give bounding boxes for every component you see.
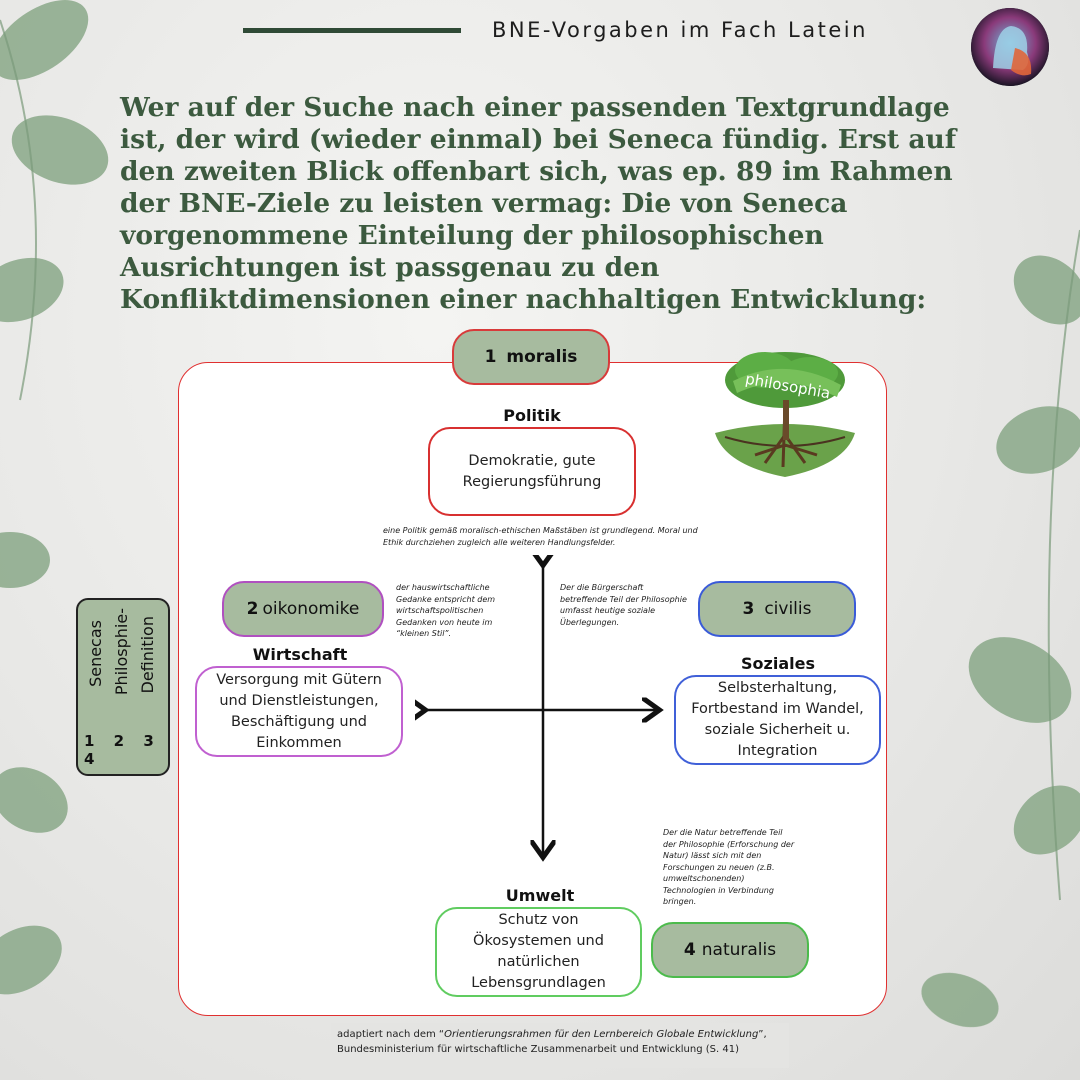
- pill-label: oikonomike: [262, 599, 360, 619]
- heading-politik: Politik: [503, 406, 561, 425]
- pill-number: 4: [683, 940, 696, 960]
- pill-label: civilis: [764, 599, 812, 619]
- heading-wirtschaft: Wirtschaft: [252, 645, 348, 664]
- pill-number: 1: [484, 347, 497, 367]
- header-title: BNE-Vorgaben im Fach Latein: [492, 18, 868, 42]
- box-politik: Demokratie, gute Regierungsführung: [428, 427, 636, 516]
- box-soziales: Selbsterhaltung, Fortbestand im Wandel, …: [674, 675, 881, 765]
- source-prefix: adaptiert nach dem “: [337, 1029, 445, 1040]
- heading-umwelt: Umwelt: [505, 886, 575, 905]
- intro-paragraph: Wer auf der Suche nach einer passenden T…: [120, 92, 957, 315]
- pill-naturalis: 4 naturalis: [651, 922, 809, 978]
- seneca-bust-icon: [971, 8, 1049, 86]
- pill-civilis: 3 civilis: [698, 581, 856, 637]
- seneca-definition-box: Senecas Philosphie- Definition 1 2 3 4: [76, 598, 170, 776]
- pill-label: naturalis: [701, 940, 777, 960]
- side-line-1: Senecas: [86, 620, 105, 687]
- pill-number: 2: [246, 599, 259, 619]
- pill-moralis: 1 moralis: [452, 329, 610, 385]
- source-line-2: Bundesministerium für wirtschaftliche Zu…: [337, 1044, 739, 1055]
- note-umwelt: Der die Natur betreffende Teil der Philo…: [663, 828, 795, 906]
- note-soziales: Der die Bürgerschaft betreffende Teil de…: [560, 583, 687, 627]
- side-line-2: Philosphie-: [112, 608, 131, 696]
- cross-arrows: [415, 555, 670, 865]
- box-text: Selbsterhaltung, Fortbestand im Wandel, …: [691, 680, 864, 759]
- heading-soziales: Soziales: [741, 654, 815, 673]
- pill-number: 3: [742, 599, 755, 619]
- source-citation: adaptiert nach dem “Orientierungsrahmen …: [331, 1023, 789, 1068]
- source-title: Orientierungsrahmen für den Lernbereich …: [444, 1029, 759, 1040]
- logo: [971, 8, 1049, 86]
- box-wirtschaft: Versorgung mit Gütern und Dienstleistung…: [195, 666, 403, 757]
- header-rule: [243, 28, 461, 33]
- note-wirtschaft: der hauswirtschaftliche Gedanke entspric…: [396, 583, 496, 638]
- philosophia-tree-image: philosophia: [715, 352, 855, 477]
- source-suffix: ”,: [758, 1029, 767, 1040]
- pill-label: moralis: [506, 347, 578, 367]
- pill-oikonomike: 2 oikonomike: [222, 581, 384, 637]
- box-text: Demokratie, gute Regierungsführung: [462, 452, 602, 490]
- box-text: Versorgung mit Gütern und Dienstleistung…: [216, 671, 382, 751]
- box-umwelt: Schutz von Ökosystemen und natürlichen L…: [435, 907, 642, 997]
- side-numbers: 1 2 3 4: [84, 732, 161, 768]
- box-text: Schutz von Ökosystemen und natürlichen L…: [471, 912, 606, 991]
- side-line-3: Definition: [138, 616, 157, 694]
- note-politik: eine Politik gemäß moralisch-ethischen M…: [383, 526, 698, 547]
